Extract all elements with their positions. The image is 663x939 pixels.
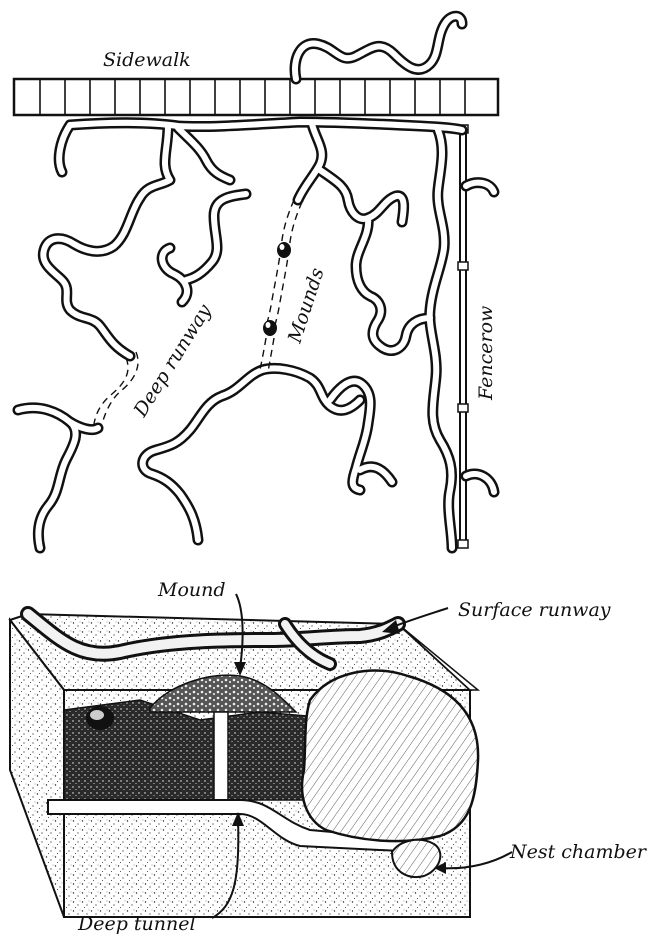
mounds-label: Mounds xyxy=(284,265,329,346)
mound-marker xyxy=(263,320,277,336)
nest-chamber-label: Nest chamber xyxy=(509,841,648,863)
cross-section: Mound Surface runway Nest chamber Deep t… xyxy=(10,579,648,935)
sidewalk xyxy=(14,79,498,115)
deep-tunnel-label: Deep tunnel xyxy=(77,913,196,935)
sidewalk-label: Sidewalk xyxy=(103,49,191,71)
surface-runway-label: Surface runway xyxy=(458,599,611,621)
nest-chamber xyxy=(392,840,440,877)
mound-label: Mound xyxy=(157,579,226,601)
fencerow-label: Fencerow xyxy=(475,306,497,401)
mound-markers xyxy=(263,242,291,336)
rock xyxy=(302,671,478,842)
tunnel-map: Sidewalk Deep runway Mounds Fencerow xyxy=(14,16,498,548)
mound-marker xyxy=(277,242,291,258)
